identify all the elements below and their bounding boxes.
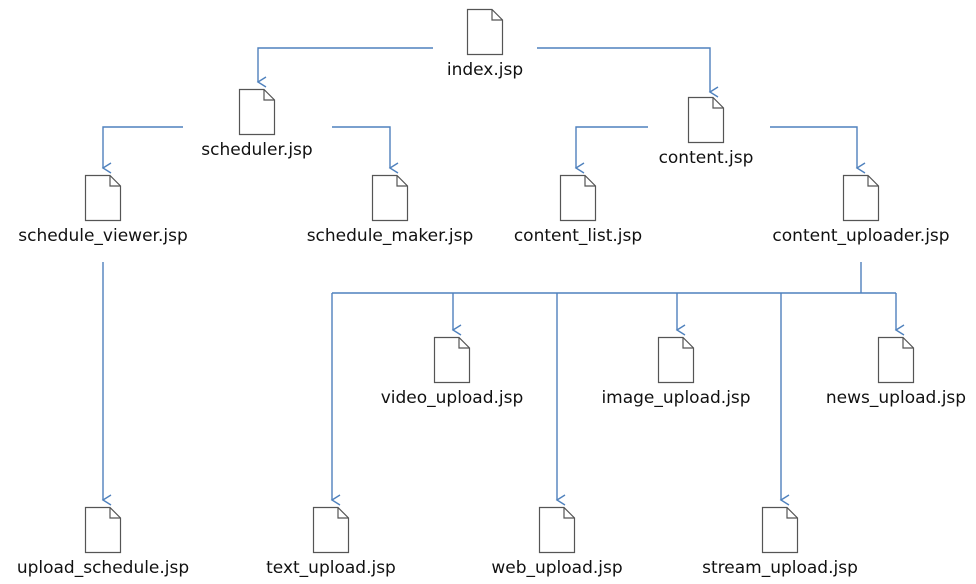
node-label: content_uploader.jsp — [772, 226, 950, 246]
node-content[interactable]: content.jsp — [606, 96, 806, 168]
node-label: stream_upload.jsp — [702, 558, 858, 578]
node-label: schedule_viewer.jsp — [18, 226, 188, 246]
file-icon — [84, 174, 122, 222]
file-icon — [877, 336, 915, 384]
node-label: news_upload.jsp — [825, 388, 967, 408]
node-label: web_upload.jsp — [491, 558, 623, 578]
file-icon — [466, 8, 504, 56]
node-index[interactable]: index.jsp — [385, 8, 585, 80]
file-icon — [84, 506, 122, 554]
node-label: scheduler.jsp — [201, 140, 313, 160]
file-icon — [312, 506, 350, 554]
edge-index-scheduler — [256, 47, 433, 88]
node-news-upload[interactable]: news_upload.jsp — [796, 336, 976, 408]
node-web-upload[interactable]: web_upload.jsp — [457, 506, 657, 578]
edge-index-content — [537, 47, 719, 98]
file-icon — [761, 506, 799, 554]
node-label: content.jsp — [658, 148, 754, 168]
node-content-list[interactable]: content_list.jsp — [478, 174, 678, 246]
node-label: schedule_maker.jsp — [306, 226, 474, 246]
edge-content-uploader-bus — [332, 262, 896, 294]
node-label: video_upload.jsp — [380, 388, 524, 408]
node-stream-upload[interactable]: stream_upload.jsp — [680, 506, 880, 578]
node-label: text_upload.jsp — [266, 558, 396, 578]
node-label: upload_schedule.jsp — [16, 558, 190, 578]
node-schedule-viewer[interactable]: schedule_viewer.jsp — [3, 174, 203, 246]
edge-content-content-uploader — [770, 126, 866, 174]
node-label: image_upload.jsp — [601, 388, 751, 408]
node-label: index.jsp — [446, 60, 524, 80]
node-content-uploader[interactable]: content_uploader.jsp — [761, 174, 961, 246]
node-video-upload[interactable]: video_upload.jsp — [352, 336, 552, 408]
edge-content-content-list — [574, 126, 648, 174]
node-text-upload[interactable]: text_upload.jsp — [231, 506, 431, 578]
file-icon — [657, 336, 695, 384]
file-icon — [842, 174, 880, 222]
node-label: content_list.jsp — [513, 226, 643, 246]
file-icon — [371, 174, 409, 222]
node-image-upload[interactable]: image_upload.jsp — [576, 336, 776, 408]
node-upload-schedule[interactable]: upload_schedule.jsp — [3, 506, 203, 578]
file-icon — [687, 96, 725, 144]
file-icon — [238, 88, 276, 136]
node-schedule-maker[interactable]: schedule_maker.jsp — [290, 174, 490, 246]
file-icon — [433, 336, 471, 384]
edge-scheduler-schedule-maker — [332, 126, 399, 174]
file-icon — [538, 506, 576, 554]
node-scheduler[interactable]: scheduler.jsp — [157, 88, 357, 160]
file-icon — [559, 174, 597, 222]
edge-scheduler-schedule-viewer — [101, 126, 183, 174]
